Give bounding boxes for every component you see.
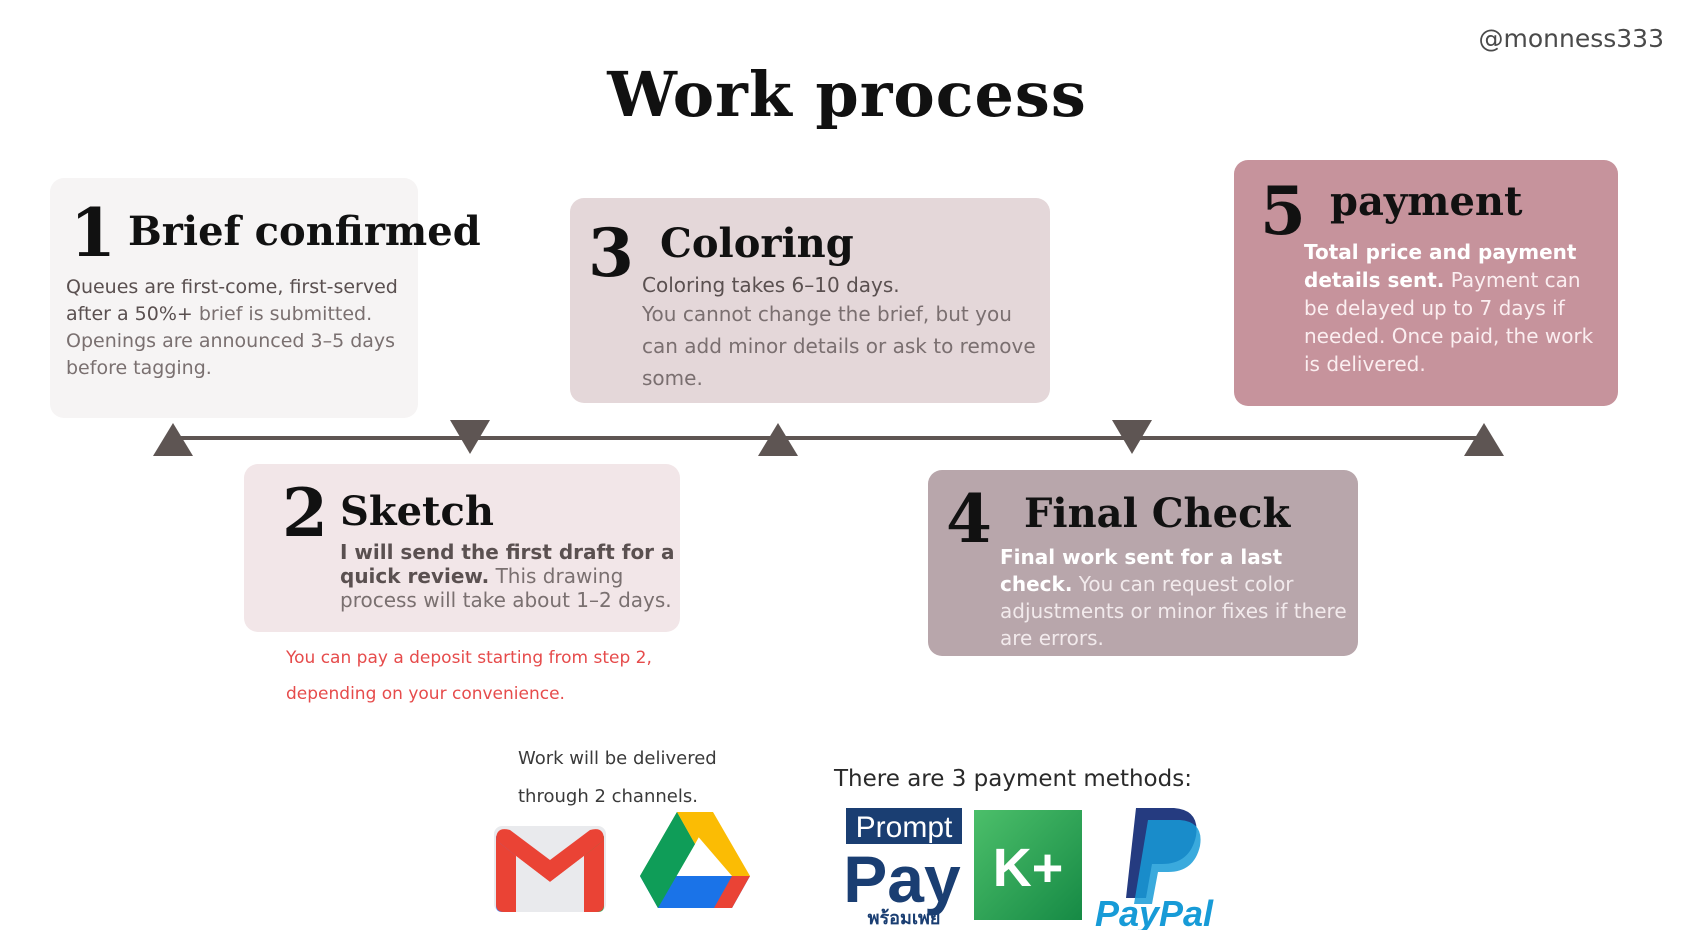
step-description: Coloring takes 6–10 days. You cannot chan… — [642, 272, 1042, 394]
step-heading: Sketch — [340, 488, 494, 535]
step-card-5: 5 payment Total price and payment detail… — [1234, 160, 1618, 406]
step-card-3: 3 Coloring Coloring takes 6–10 days. You … — [570, 198, 1050, 403]
step-description-strong: Queues are first-come, first-served afte… — [66, 276, 398, 325]
step-description: I will send the first draft for a quick … — [340, 540, 676, 612]
step-number: 1 — [70, 194, 116, 272]
step-description-strong: I will send the first draft for a quick … — [340, 540, 675, 588]
step-number: 3 — [588, 214, 634, 292]
step-number: 2 — [282, 474, 328, 552]
step-card-2: 2 Sketch I will send the first draft for… — [244, 464, 680, 632]
timeline-marker-up-3 — [758, 423, 798, 456]
promptpay-logo: Prompt Pay พร้อมเพย์ — [846, 808, 962, 926]
step-description-strong: Total price and payment details sent. — [1304, 240, 1577, 292]
deposit-note: You can pay a deposit starting from step… — [286, 648, 652, 704]
step-description-rest: This drawing process will take about 1–2… — [340, 564, 672, 612]
timeline-marker-down-2 — [450, 420, 490, 454]
kplus-logo: K+ — [974, 810, 1082, 920]
step-description: Total price and payment details sent. Pa… — [1304, 238, 1604, 378]
payment-methods-heading: There are 3 payment methods: — [834, 766, 1192, 792]
kplus-text: K+ — [993, 838, 1064, 898]
step-description-rest: You cannot change the brief, but you can… — [642, 302, 1036, 390]
step-description-rest: You can request color adjustments or min… — [1000, 572, 1347, 650]
timeline-marker-down-4 — [1112, 420, 1152, 454]
step-description-strong: Coloring takes 6–10 days. — [642, 273, 900, 297]
step-heading: Brief confirmed — [128, 208, 481, 255]
step-description-strong: Final work sent for a last check. — [1000, 545, 1283, 596]
page-title: Work process — [607, 58, 1087, 131]
step-heading: Coloring — [660, 220, 854, 267]
step-number: 4 — [946, 480, 992, 558]
step-heading: Final Check — [1024, 490, 1291, 537]
step-card-4: 4 Final Check Final work sent for a last… — [928, 470, 1358, 656]
step-number: 5 — [1260, 172, 1306, 250]
step-description-rest: Payment can be delayed up to 7 days if n… — [1304, 268, 1594, 376]
promptpay-top-text: Prompt — [856, 811, 953, 844]
step-card-1: 1 Brief confirmed Queues are first-come,… — [50, 178, 481, 418]
step-description-rest: brief is submitted. Openings are announc… — [66, 303, 396, 379]
step-description: Final work sent for a last check. You ca… — [1000, 544, 1352, 652]
gmail-icon — [494, 826, 606, 912]
author-handle: @monness333 — [1478, 24, 1665, 53]
paypal-logo: PayPal — [1095, 808, 1214, 930]
delivery-note: Work will be delivered through 2 channel… — [518, 748, 717, 807]
timeline-marker-up-1 — [153, 423, 193, 456]
step-description: Queues are first-come, first-served afte… — [66, 274, 406, 382]
step-heading: payment — [1330, 178, 1523, 225]
google-drive-icon — [640, 812, 750, 908]
promptpay-thai-text: พร้อมเพย์ — [868, 907, 941, 926]
promptpay-main-text: Pay — [846, 842, 961, 916]
timeline-marker-up-5 — [1464, 423, 1504, 456]
paypal-text: PayPal — [1095, 893, 1214, 930]
